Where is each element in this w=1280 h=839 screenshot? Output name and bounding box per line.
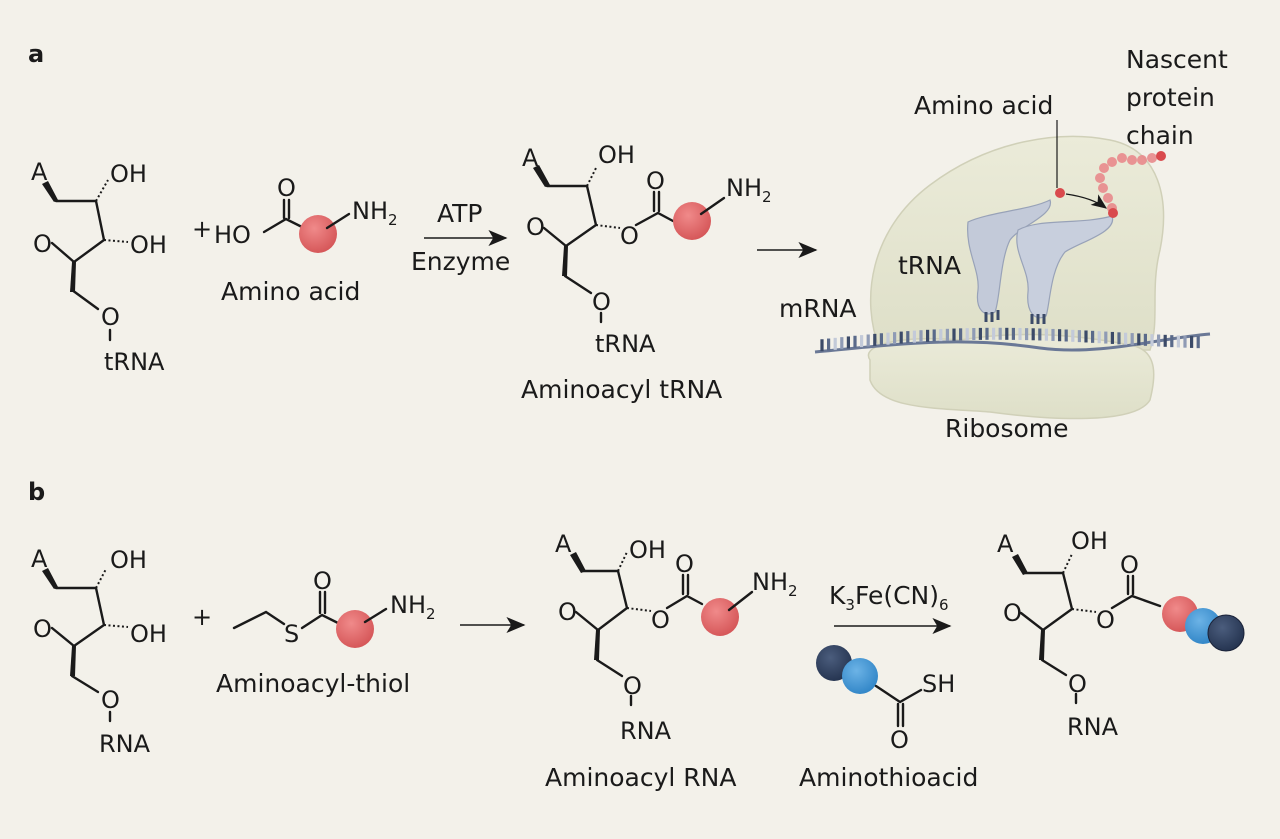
trna-tail-label: tRNA — [595, 330, 656, 358]
atp-label: ATP — [437, 199, 483, 228]
ring-oxygen-label: O — [1003, 599, 1022, 627]
amino-acid-annotation: Amino acid — [914, 91, 1053, 120]
ho-label: HO — [214, 221, 251, 249]
linker-oxygen-label: O — [101, 686, 120, 714]
aminoacyl-thiol-molecule: S O NH2 Aminoacyl-thiol — [216, 567, 436, 698]
blue-bead — [842, 658, 878, 694]
ribose-rna-molecule: A OH OH O O RNA — [31, 545, 167, 758]
trna-shape-2 — [1016, 215, 1114, 319]
aminoacyl-trna-molecule: A OH O O O NH2 O tRNA Aminoacyl tRNA — [521, 141, 772, 404]
reaction-arrow-atp: ATP Enzyme — [411, 199, 510, 276]
amino-acid-bead — [701, 598, 739, 636]
trna-tail-label: tRNA — [104, 348, 165, 376]
trna-annotation: tRNA — [898, 251, 961, 280]
linker-oxygen-label: O — [101, 303, 120, 331]
plus-sign: + — [192, 603, 212, 631]
ester-oxygen-label: O — [651, 606, 670, 634]
mrna-bases — [820, 327, 1200, 352]
nascent-label: protein — [1126, 83, 1215, 112]
aminoacyl-rna-caption: Aminoacyl RNA — [545, 763, 736, 792]
hydroxyl-label: OH — [110, 546, 147, 574]
sulfur-label: S — [284, 620, 299, 648]
amino-acid-molecule: HO O NH2 Amino acid — [214, 174, 398, 306]
nascent-label: Nascent — [1126, 45, 1228, 74]
amino-acid-bead — [673, 202, 711, 240]
amino-acid-caption: Amino acid — [221, 277, 360, 306]
aminoacyl-rna-molecule: A OH O O O NH2 O RNA Aminoacyl RNA — [545, 530, 798, 792]
amino-acid-bead — [299, 215, 337, 253]
panel-label-b: b — [28, 478, 45, 506]
ring-oxygen-label: O — [526, 213, 545, 241]
reaction-arrow-ferricyanide: K3Fe(CN)6 — [829, 581, 952, 634]
aminoacyl-thiol-caption: Aminoacyl-thiol — [216, 669, 410, 698]
carbonyl-oxygen-label: O — [313, 567, 332, 595]
hydroxyl-label: OH — [130, 231, 167, 259]
amine-label: NH2 — [390, 591, 436, 623]
enzyme-label: Enzyme — [411, 247, 510, 276]
nascent-label: chain — [1126, 121, 1194, 150]
hydroxyl-label: OH — [1071, 527, 1108, 555]
aminoacyl-trna-caption: Aminoacyl tRNA — [521, 375, 722, 404]
adenine-label: A — [555, 530, 572, 558]
trna-shape-1 — [967, 199, 1051, 315]
amine-label: NH2 — [726, 174, 772, 206]
ring-oxygen-label: O — [558, 598, 577, 626]
ester-oxygen-label: O — [1096, 606, 1115, 634]
incoming-amino-acid — [1055, 188, 1065, 198]
carbonyl-oxygen-label: O — [890, 726, 909, 754]
amine-label: NH2 — [352, 197, 398, 229]
thiol-label: SH — [922, 670, 955, 698]
linker-oxygen-label: O — [623, 672, 642, 700]
adenine-label: A — [997, 530, 1014, 558]
panel-label-a: a — [28, 40, 44, 68]
navy-bead — [1207, 614, 1245, 652]
amine-label: NH2 — [752, 568, 798, 600]
mrna-annotation: mRNA — [779, 294, 857, 323]
hydroxyl-label: OH — [130, 620, 167, 648]
plus-sign: + — [192, 215, 212, 243]
carbonyl-oxygen-label: O — [277, 174, 296, 202]
ring-oxygen-label: O — [33, 615, 52, 643]
linker-oxygen-label: O — [1068, 670, 1087, 698]
transfer-arrow — [1065, 193, 1108, 209]
anticodon-bases — [984, 310, 1046, 324]
carbonyl-oxygen-label: O — [646, 167, 665, 195]
amino-acid-bead — [336, 610, 374, 648]
ring-oxygen-label: O — [33, 230, 52, 258]
adenine-label: A — [31, 545, 48, 573]
hydroxyl-label: OH — [629, 536, 666, 564]
linker-oxygen-label: O — [592, 288, 611, 316]
aminothioacid-molecule: SH O Aminothioacid — [799, 645, 978, 792]
carbonyl-oxygen-label: O — [1120, 551, 1139, 579]
adenine-label: A — [31, 158, 48, 186]
rna-tail-label: RNA — [620, 717, 672, 745]
hydroxyl-label: OH — [110, 160, 147, 188]
ferricyanide-label: K3Fe(CN)6 — [829, 581, 949, 614]
aminothioacid-caption: Aminothioacid — [799, 763, 978, 792]
carbonyl-oxygen-label: O — [675, 550, 694, 578]
adenine-label: A — [522, 144, 539, 172]
hydroxyl-label: OH — [598, 141, 635, 169]
ester-oxygen-label: O — [620, 222, 639, 250]
ribosome-annotation: Ribosome — [945, 414, 1069, 443]
rna-tail-label: RNA — [99, 730, 151, 758]
ribosome-illustration: Amino acid Nascent protein chain tRNA mR… — [779, 45, 1228, 443]
final-product-molecule: A OH O O O O RNA — [997, 527, 1245, 741]
rna-tail-label: RNA — [1067, 713, 1119, 741]
ribose-trna-molecule: A OH OH O O tRNA — [31, 158, 167, 376]
